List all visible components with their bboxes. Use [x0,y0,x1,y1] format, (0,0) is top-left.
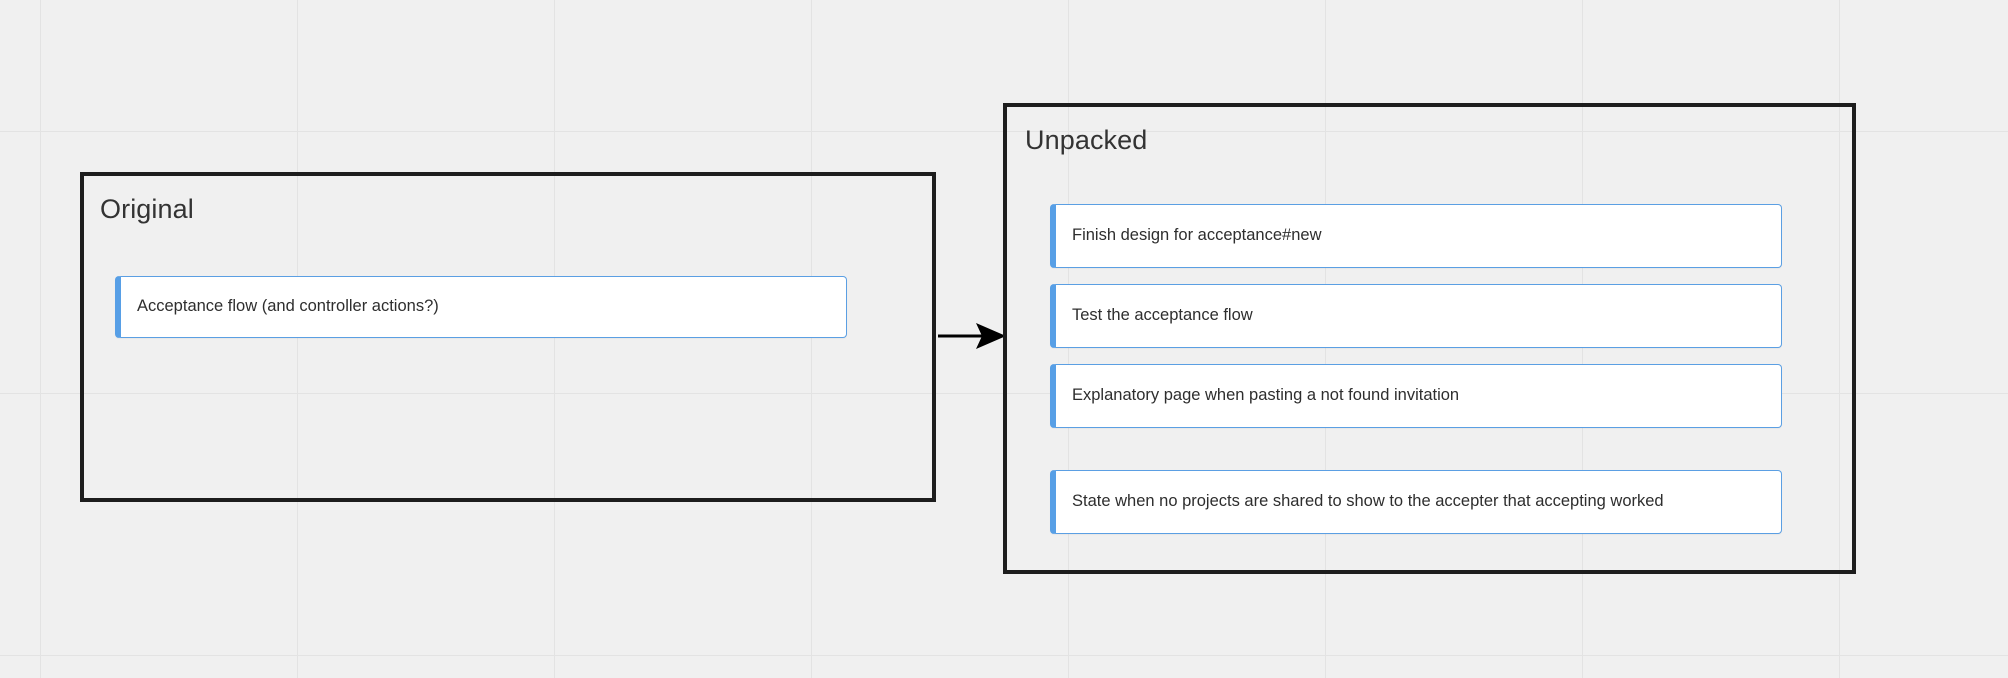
card-unpacked-1[interactable]: Test the acceptance flow [1050,284,1782,348]
card-label: Finish design for acceptance#new [1072,226,1322,245]
frame-unpacked-title: Unpacked [1025,125,1148,155]
connector-arrow-original-to-unpacked[interactable] [938,318,1008,354]
card-label: Explanatory page when pasting a not foun… [1072,386,1460,405]
card-label: State when no projects are shared to sho… [1072,492,1664,511]
arrow-right-icon [938,323,1006,349]
card-unpacked-2[interactable]: Explanatory page when pasting a not foun… [1050,364,1782,428]
frame-original[interactable]: Original [80,172,936,502]
card-unpacked-3[interactable]: State when no projects are shared to sho… [1050,470,1782,534]
card-label: Test the acceptance flow [1072,306,1253,325]
card-original-0[interactable]: Acceptance flow (and controller actions?… [115,276,847,338]
frame-unpacked[interactable]: Unpacked [1003,103,1856,574]
frame-original-title: Original [100,194,194,224]
card-label: Acceptance flow (and controller actions?… [137,297,439,316]
card-unpacked-0[interactable]: Finish design for acceptance#new [1050,204,1782,268]
